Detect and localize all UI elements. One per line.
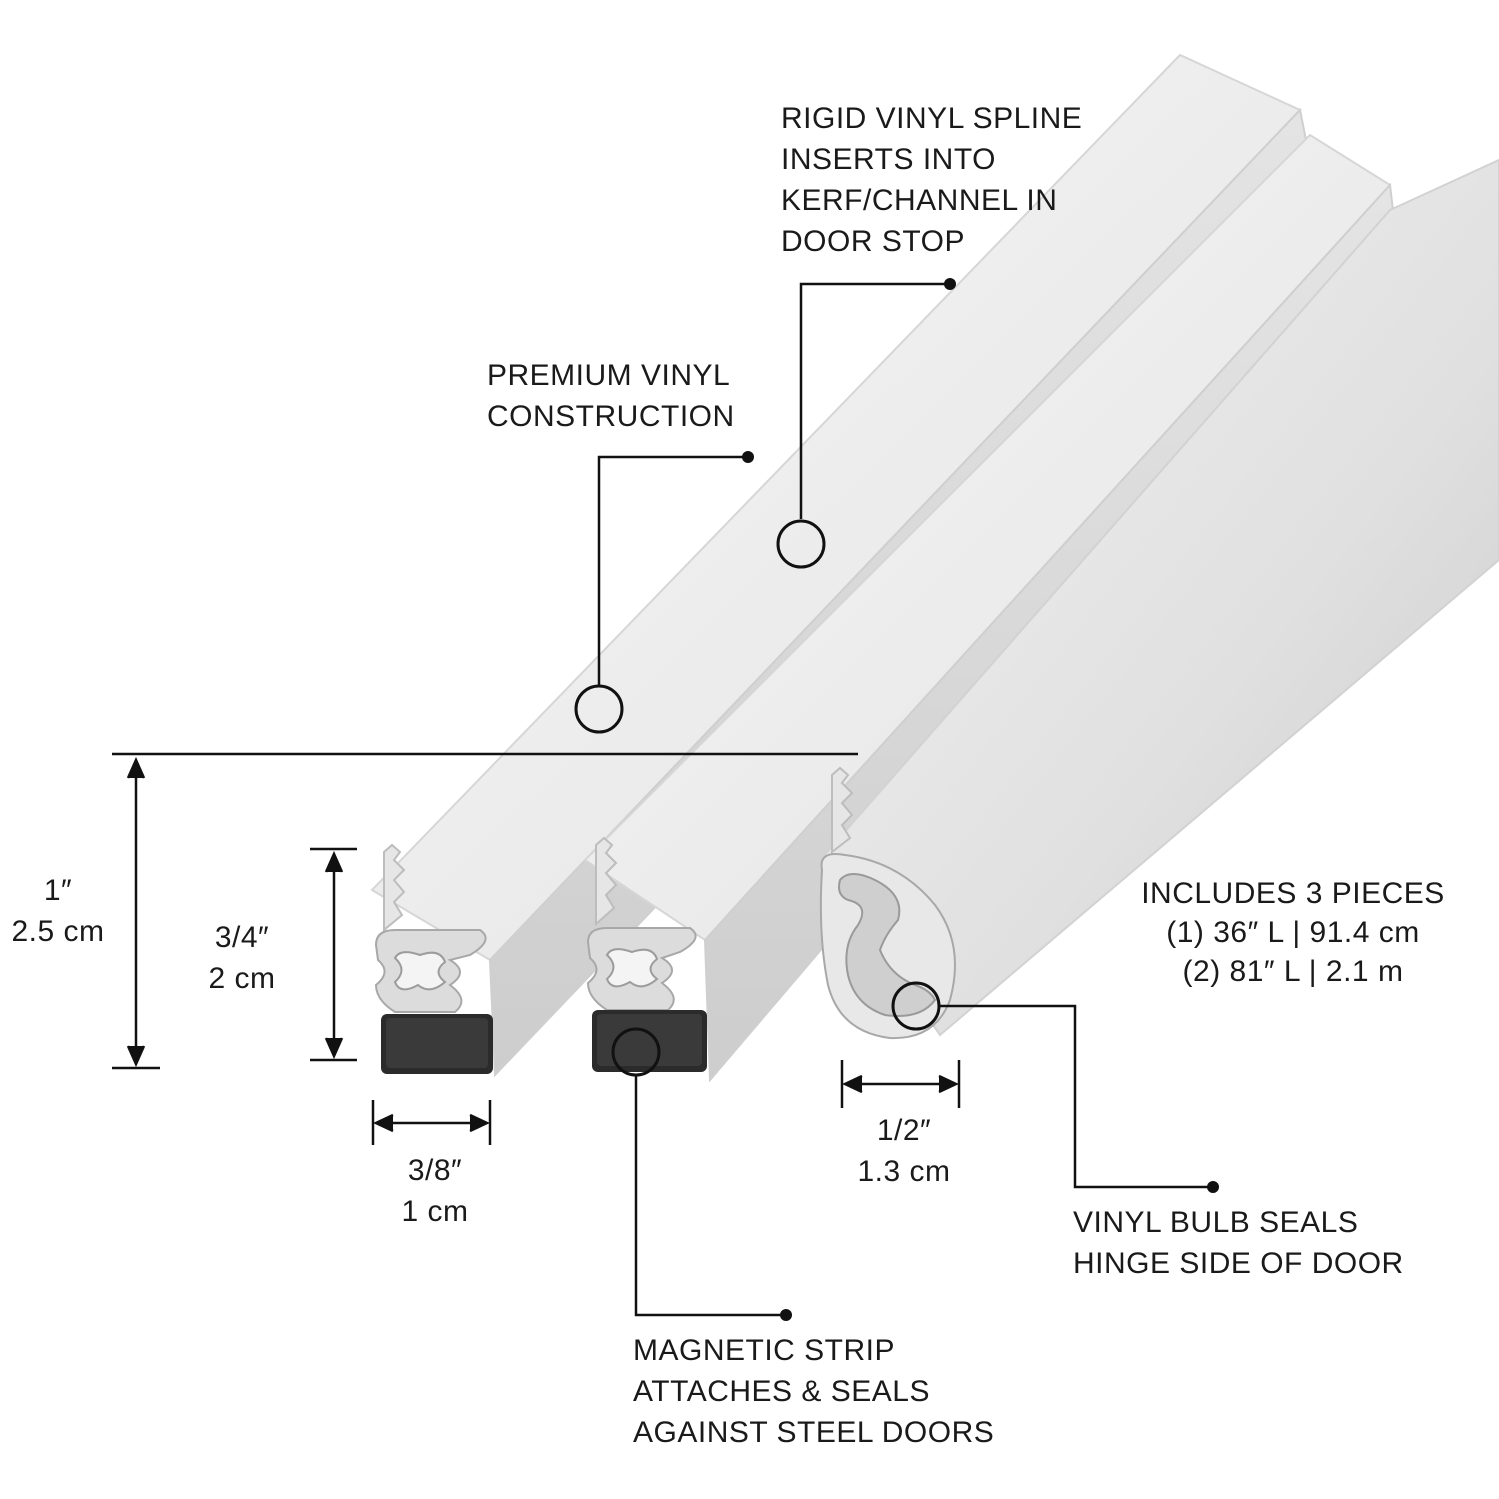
label-bulb-width: 1/2″ 1.3 cm — [842, 1110, 966, 1192]
callout-bulb-line: VINYL BULB SEALS — [1073, 1206, 1359, 1239]
dimension-imperial: 1″ — [43, 874, 73, 907]
leader-bulb — [891, 981, 1219, 1193]
spline-fin-middle — [595, 836, 618, 927]
label-profile-width: 3/8″ 1 cm — [382, 1150, 488, 1232]
dimension-profile-height — [310, 847, 357, 1062]
dimension-overall-height — [112, 752, 858, 1070]
callout-includes-line: (2) 81″ L | 2.1 m — [1182, 955, 1404, 988]
leader-magnetic — [611, 1027, 792, 1321]
label-overall-height: 1″ 2.5 cm — [0, 870, 116, 952]
callout-spline-line: DOOR STOP — [781, 225, 965, 258]
leader-spline — [776, 278, 956, 569]
callout-magnetic-line: AGAINST STEEL DOORS — [633, 1416, 995, 1449]
label-profile-height: 3/4″ 2 cm — [190, 917, 294, 999]
callout-includes-title: INCLUDES 3 PIECES — [1141, 877, 1445, 910]
callout-spline: RIGID VINYL SPLINE INSERTS INTO KERF/CHA… — [781, 98, 1082, 262]
dimension-imperial: 3/8″ — [407, 1154, 463, 1187]
dimension-metric: 2 cm — [208, 962, 276, 995]
dimension-profile-width — [371, 1100, 492, 1145]
callout-spline-line: KERF/CHANNEL IN — [781, 184, 1058, 217]
callout-bulb: VINYL BULB SEALS HINGE SIDE OF DOOR — [1073, 1202, 1404, 1284]
callout-construction: PREMIUM VINYL CONSTRUCTION — [487, 355, 735, 437]
callout-magnetic-line: MAGNETIC STRIP — [633, 1334, 896, 1367]
callout-includes-line: (1) 36″ L | 91.4 cm — [1166, 916, 1420, 949]
callout-construction-line: PREMIUM VINYL — [487, 359, 731, 392]
callout-construction-line: CONSTRUCTION — [487, 400, 735, 433]
spline-fin-left — [383, 843, 406, 933]
leader-construction — [574, 451, 754, 734]
callout-spline-line: RIGID VINYL SPLINE — [781, 102, 1083, 135]
callout-bulb-line: HINGE SIDE OF DOOR — [1073, 1247, 1404, 1280]
callout-magnetic-line: ATTACHES & SEALS — [633, 1375, 930, 1408]
dimension-metric: 2.5 cm — [11, 915, 105, 948]
dimension-imperial: 3/4″ — [214, 921, 270, 954]
dimension-bulb-width — [840, 1060, 961, 1108]
spline-fin-bulb — [831, 766, 854, 855]
dimension-imperial: 1/2″ — [876, 1114, 932, 1147]
dimension-metric: 1 cm — [401, 1195, 469, 1228]
callout-includes: INCLUDES 3 PIECES (1) 36″ L | 91.4 cm (2… — [1108, 874, 1478, 991]
callout-magnetic: MAGNETIC STRIP ATTACHES & SEALS AGAINST … — [633, 1330, 994, 1453]
vinyl-bulb-strip — [818, 158, 1499, 1040]
callout-spline-line: INSERTS INTO — [781, 143, 996, 176]
dimension-metric: 1.3 cm — [857, 1155, 951, 1188]
